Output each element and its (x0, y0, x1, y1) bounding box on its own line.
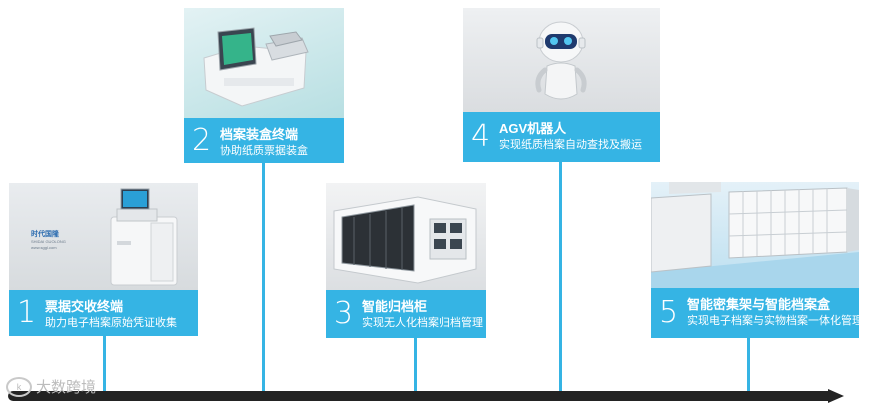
connector-line-5 (747, 338, 750, 392)
card-3-subtitle: 实现无人化档案归档管理 (362, 314, 483, 330)
card-agv-robot: 4 AGV机器人 实现纸质档案自动查找及搬运 (463, 8, 660, 162)
receipt-terminal-image: 时代国隆 SHIDAI GUOLONG www.sggl.com (9, 183, 198, 290)
card-1-title: 票据交收终端 (45, 296, 123, 315)
watermark-text: 大数跨境 (36, 376, 96, 397)
watermark-logo: k (6, 377, 32, 397)
smart-shelving-image (651, 182, 859, 288)
connector-line-1 (103, 336, 106, 392)
card-3-number: 3 (334, 299, 353, 329)
card-5-banner: 5 智能密集架与智能档案盒 实现电子档案与实物档案一体化管理 (651, 288, 859, 338)
device-brand-line2: SHIDAI GUOLONG (31, 239, 66, 244)
card-4-subtitle: 实现纸质档案自动查找及搬运 (499, 136, 642, 152)
agv-robot-image (463, 8, 660, 112)
timeline-arrow-icon (828, 389, 844, 403)
card-1-number: 1 (17, 298, 36, 328)
smart-cabinet-image (326, 183, 486, 290)
connector-line-2 (262, 163, 265, 392)
card-4-banner: 4 AGV机器人 实现纸质档案自动查找及搬运 (463, 112, 660, 162)
card-5-title: 智能密集架与智能档案盒 (687, 294, 830, 313)
robot-icon (463, 8, 660, 112)
smart-cabinet-illustration (326, 183, 486, 290)
connector-line-4 (559, 162, 562, 392)
device-brand-text: 时代国隆 (31, 229, 59, 239)
card-4-title: AGV机器人 (499, 118, 566, 137)
boxing-terminal-illustration (184, 8, 344, 118)
connector-line-3 (414, 338, 417, 392)
boxing-terminal-image (184, 8, 344, 118)
device-brand-line3: www.sggl.com (31, 245, 57, 250)
card-smart-cabinet: 3 智能归档柜 实现无人化档案归档管理 (326, 183, 486, 338)
watermark: k 大数跨境 (6, 376, 96, 397)
card-3-title: 智能归档柜 (362, 296, 427, 315)
card-2-title: 档案装盒终端 (220, 124, 298, 143)
card-2-banner: 2 档案装盒终端 协助纸质票据装盒 (184, 118, 344, 163)
card-3-banner: 3 智能归档柜 实现无人化档案归档管理 (326, 290, 486, 338)
card-5-subtitle: 实现电子档案与实物档案一体化管理 (687, 312, 863, 328)
timeline-bar (8, 391, 830, 401)
card-1-subtitle: 助力电子档案原始凭证收集 (45, 314, 177, 330)
card-5-number: 5 (659, 298, 678, 328)
card-smart-shelving: 5 智能密集架与智能档案盒 实现电子档案与实物档案一体化管理 (651, 182, 859, 338)
shelving-illustration (651, 182, 859, 288)
card-1-banner: 1 票据交收终端 助力电子档案原始凭证收集 (9, 290, 198, 336)
card-2-subtitle: 协助纸质票据装盒 (220, 142, 308, 158)
card-receipt-terminal: 时代国隆 SHIDAI GUOLONG www.sggl.com 1 票据交收终… (9, 183, 198, 336)
card-4-number: 4 (471, 122, 490, 152)
card-boxing-terminal: 2 档案装盒终端 协助纸质票据装盒 (184, 8, 344, 163)
card-2-number: 2 (192, 126, 211, 156)
